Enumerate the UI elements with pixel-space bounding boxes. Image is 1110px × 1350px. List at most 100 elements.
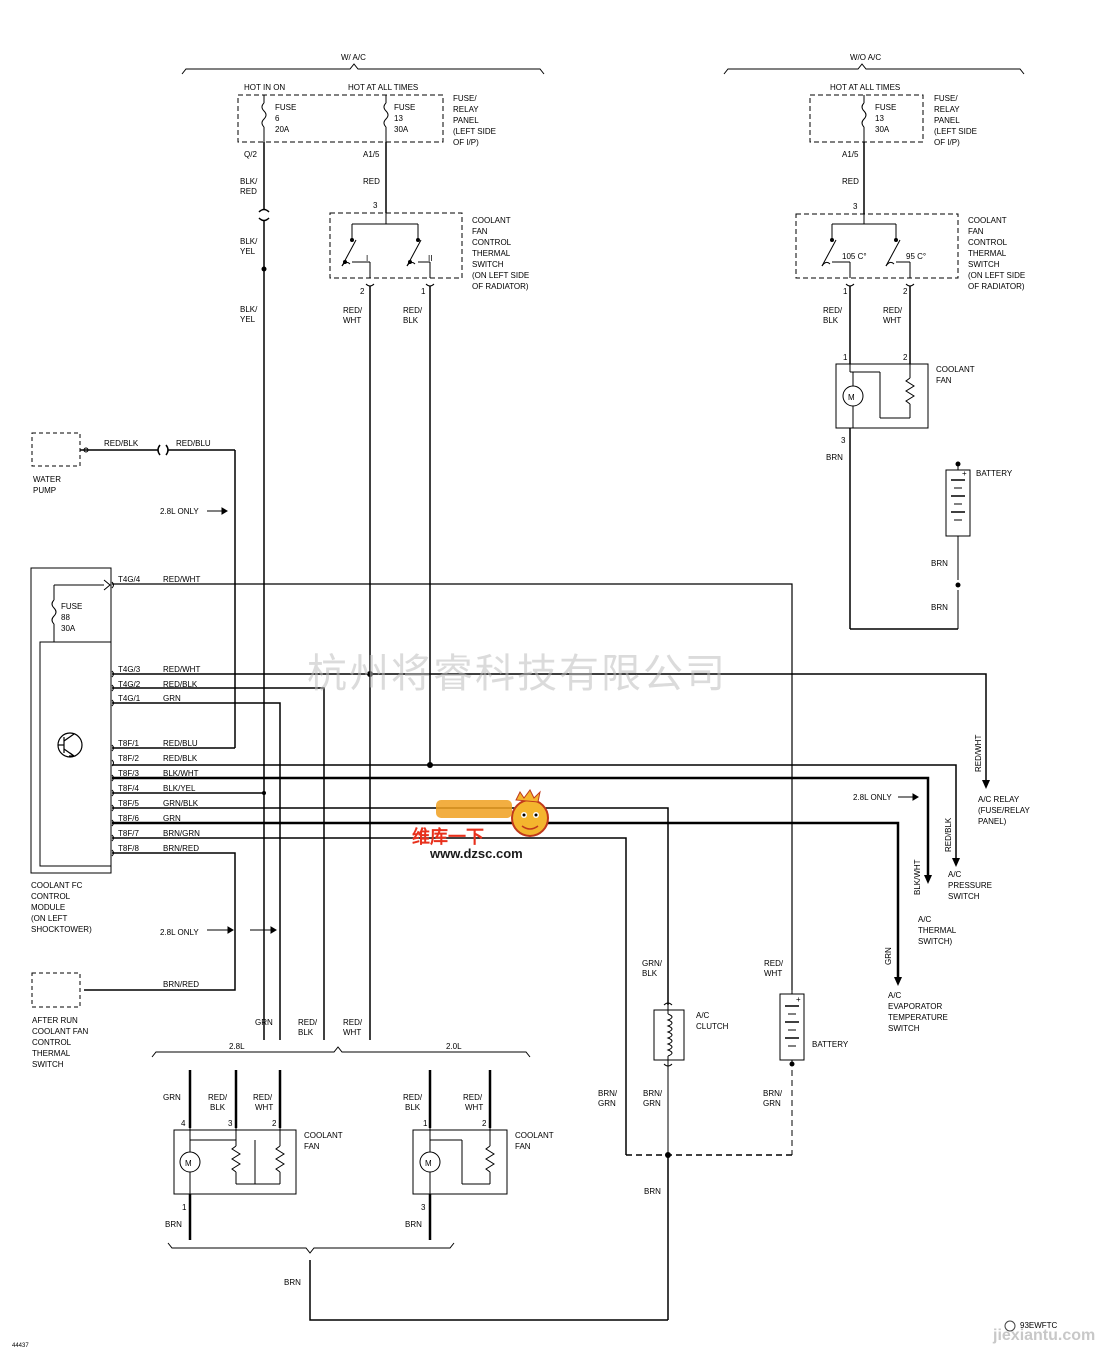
splice-dot bbox=[367, 671, 373, 677]
fan-28-wires bbox=[188, 1070, 282, 1128]
svg-text:GRN: GRN bbox=[163, 1093, 181, 1102]
thermal-switch-right-box bbox=[795, 213, 959, 279]
wire-label-brn-20: BRN bbox=[405, 1220, 422, 1229]
svg-text:THERMAL: THERMAL bbox=[472, 249, 511, 258]
wire-label-brn-batt-2: BRN bbox=[931, 603, 948, 612]
pin-3-fan-right: 3 bbox=[841, 436, 846, 445]
svg-text:T4G/2: T4G/2 bbox=[118, 680, 141, 689]
water-pump-label: WATER PUMP bbox=[33, 475, 61, 495]
svg-text:(LEFT SIDE: (LEFT SIDE bbox=[453, 127, 496, 136]
fuse-panel-left-box bbox=[237, 94, 444, 143]
module-pin-t4g1: T4G/1 GRN bbox=[111, 694, 181, 707]
svg-text:COOLANT: COOLANT bbox=[515, 1131, 554, 1140]
coolant-fan-right-label: COOLANT FAN bbox=[936, 365, 975, 385]
bottom-bracket bbox=[167, 1242, 455, 1254]
wire-label-brn-grn-2: BRN/ GRN bbox=[643, 1089, 663, 1108]
svg-text:A/C: A/C bbox=[918, 915, 932, 924]
section-label-without-ac: W/O A/C bbox=[850, 53, 881, 62]
svg-text:SWITCH): SWITCH) bbox=[918, 937, 953, 946]
module-pin-t8f7: T8F/7 BRN/GRN bbox=[111, 829, 200, 842]
coolant-fan-28-box bbox=[173, 1129, 297, 1195]
diagram-code-right: 93EWFTC bbox=[1020, 1321, 1058, 1330]
svg-text:TEMPERATURE: TEMPERATURE bbox=[888, 1013, 948, 1022]
harness-wires bbox=[84, 583, 987, 1155]
svg-text:BLK/WHT: BLK/WHT bbox=[163, 769, 199, 778]
svg-text:BLK/YEL: BLK/YEL bbox=[163, 784, 196, 793]
svg-text:COOLANT: COOLANT bbox=[304, 1131, 343, 1140]
wire-label-red-blk-pump: RED/BLK bbox=[104, 439, 139, 448]
svg-text:THERMAL: THERMAL bbox=[968, 249, 1007, 258]
svg-text:A/C RELAY: A/C RELAY bbox=[978, 795, 1020, 804]
wire-label-blk-wht-thermal: BLK/WHT bbox=[913, 859, 922, 895]
connector-icons-right bbox=[845, 283, 915, 287]
svg-text:BRN/GRN: BRN/GRN bbox=[163, 829, 200, 838]
pin-2-28: 2 bbox=[272, 1119, 277, 1128]
svg-text:FAN: FAN bbox=[304, 1142, 320, 1151]
ac-relay-label: A/C RELAY (FUSE/RELAY PANEL) bbox=[978, 795, 1031, 826]
svg-text:SWITCH: SWITCH bbox=[968, 260, 1000, 269]
svg-text:THERMAL: THERMAL bbox=[32, 1049, 71, 1058]
svg-text:(ON LEFT: (ON LEFT bbox=[31, 914, 68, 923]
svg-text:T4G/4: T4G/4 bbox=[118, 575, 141, 584]
jiexiantu-logo: jiexiantu.com bbox=[992, 1320, 1095, 1344]
svg-text:RED/: RED/ bbox=[823, 306, 843, 315]
svg-text:T8F/4: T8F/4 bbox=[118, 784, 139, 793]
svg-text:BLK/: BLK/ bbox=[240, 177, 258, 186]
svg-text:AFTER RUN: AFTER RUN bbox=[32, 1016, 78, 1025]
pin-a15-right-label: A1/5 bbox=[842, 150, 859, 159]
svg-text:BLK: BLK bbox=[642, 969, 658, 978]
svg-text:30A: 30A bbox=[875, 125, 890, 134]
ac-pressure-label: A/C PRESSURE SWITCH bbox=[948, 870, 992, 901]
svg-text:FUSE/: FUSE/ bbox=[453, 94, 477, 103]
battery-plus: + bbox=[962, 469, 967, 478]
svg-text:GRN: GRN bbox=[598, 1099, 616, 1108]
svg-text:FAN: FAN bbox=[515, 1142, 531, 1151]
module-pin-t4g2: T4G/2 RED/BLK bbox=[111, 680, 198, 692]
svg-text:RED/WHT: RED/WHT bbox=[163, 665, 200, 674]
pin-2: 2 bbox=[360, 287, 365, 296]
wire-fuse6-down bbox=[258, 142, 270, 1040]
transistor-icon bbox=[57, 732, 83, 758]
svg-text:SWITCH: SWITCH bbox=[888, 1024, 920, 1033]
splice-dot bbox=[262, 791, 266, 795]
svg-text:RED/BLU: RED/BLU bbox=[163, 739, 198, 748]
svg-text:FUSE: FUSE bbox=[61, 602, 82, 611]
svg-text:88: 88 bbox=[61, 613, 70, 622]
fuse-88-icon bbox=[51, 579, 111, 642]
svg-text:COOLANT FC: COOLANT FC bbox=[31, 881, 83, 890]
fan-20-wires bbox=[428, 1070, 492, 1128]
motor-symbol-20: M bbox=[425, 1159, 432, 1168]
svg-text:RED/: RED/ bbox=[403, 1093, 423, 1102]
module-pin-t4g3: T4G/3 RED/WHT bbox=[111, 665, 200, 678]
coolant-fan-28-label: COOLANT FAN bbox=[304, 1131, 343, 1151]
splice-dot-right bbox=[955, 582, 961, 588]
water-pump-box bbox=[31, 432, 81, 467]
fuse-13-right-icon bbox=[861, 95, 867, 142]
svg-text:维库一下: 维库一下 bbox=[412, 826, 484, 848]
thermal-switch-left-icon bbox=[341, 213, 431, 278]
svg-text:GRN: GRN bbox=[163, 694, 181, 703]
wire-label-brn-grn-1: BRN/ GRN bbox=[598, 1089, 618, 1108]
stage-1-label: I bbox=[366, 254, 368, 263]
wire-label-red-wht-sw: RED/ WHT bbox=[343, 306, 363, 325]
coolant-fan-20-label: COOLANT FAN bbox=[515, 1131, 554, 1151]
svg-text:SWITCH: SWITCH bbox=[948, 892, 980, 901]
wire-label-red-wht-relay: RED/WHT bbox=[974, 735, 983, 772]
fuse-6-label: FUSE 6 20A bbox=[275, 103, 296, 134]
svg-text:FAN: FAN bbox=[936, 376, 952, 385]
svg-text:20A: 20A bbox=[275, 125, 290, 134]
pin-3: 3 bbox=[373, 201, 378, 210]
arrow-right-icon bbox=[898, 793, 919, 801]
note-28-only-b: 2.8L ONLY bbox=[853, 793, 892, 802]
pin-1-right: 1 bbox=[843, 287, 848, 296]
motor-symbol-28: M bbox=[185, 1159, 192, 1168]
svg-text:30A: 30A bbox=[61, 624, 76, 633]
svg-text:30A: 30A bbox=[394, 125, 409, 134]
svg-text:COOLANT: COOLANT bbox=[472, 216, 511, 225]
svg-text:PANEL: PANEL bbox=[934, 116, 960, 125]
battery-plus: + bbox=[796, 995, 801, 1004]
diagram-code-left: 44437 bbox=[12, 1343, 29, 1349]
svg-text:GRN: GRN bbox=[163, 814, 181, 823]
thermal-switch-left-box bbox=[329, 212, 463, 279]
svg-text:FAN: FAN bbox=[472, 227, 488, 236]
